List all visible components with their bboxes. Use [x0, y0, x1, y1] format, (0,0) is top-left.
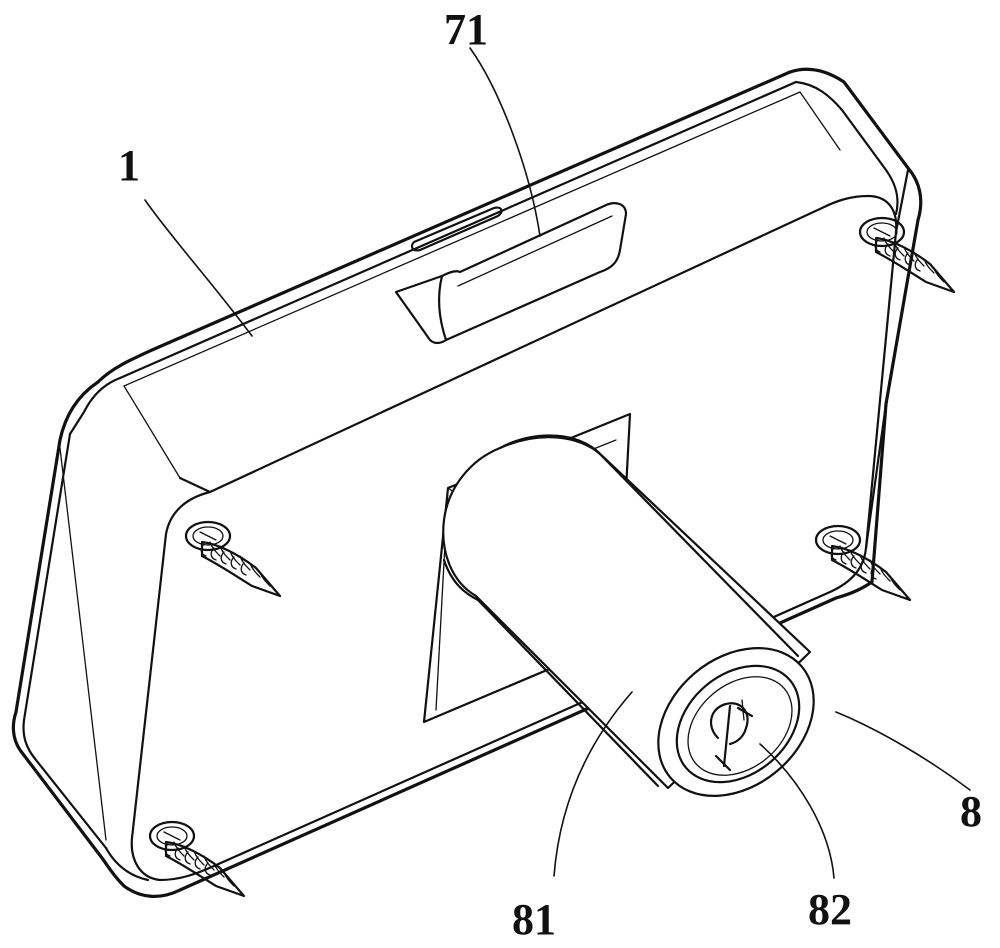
housing-left-bottom-edge [22, 718, 108, 850]
latch-bolt-top-edge [457, 215, 613, 287]
housing-rear-left-edge [22, 432, 72, 722]
label-part-1: 1 [118, 141, 140, 190]
label-part-8: 8 [960, 787, 982, 836]
housing-left-inner-edge [59, 447, 107, 841]
housing-top-slot [410, 206, 503, 252]
label-part-82: 82 [808, 885, 852, 934]
housing-top-to-front-edge [178, 476, 212, 494]
cylinder-barrel-bottom [442, 558, 660, 788]
housing-top-inner-edge [123, 91, 801, 387]
housing-corner-top-left [68, 376, 122, 436]
housing-top-front-edge [118, 80, 798, 380]
latch-bolt-body [394, 202, 628, 345]
keyhole-icon [709, 699, 754, 772]
leader-1 [144, 199, 253, 337]
housing-right-lower [864, 402, 888, 550]
housing-corner-line-left [123, 385, 181, 479]
latch-bolt [394, 202, 628, 345]
cylinder-front-ring [675, 664, 801, 784]
front-plate-outline [130, 194, 898, 882]
leader-82 [759, 743, 835, 879]
housing-bottom-edge [104, 846, 150, 882]
latch-bolt-bevel [437, 274, 448, 342]
cylinder-plug-edge [687, 676, 793, 776]
latch-bolt-slot-left [395, 291, 431, 341]
housing-corner-line [799, 91, 841, 151]
label-part-71: 71 [444, 5, 488, 54]
housing-corner-top-right [794, 80, 899, 216]
cylinder-barrel-top [498, 436, 800, 658]
leader-8 [835, 711, 971, 791]
leader-81 [553, 691, 633, 877]
leader-71 [469, 47, 541, 237]
label-part-81: 81 [512, 895, 556, 944]
